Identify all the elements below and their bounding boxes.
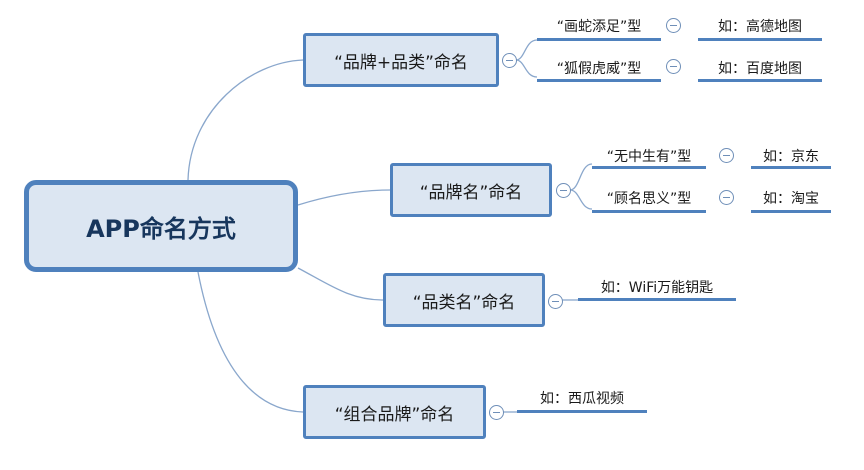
collapse-toggle-icon[interactable] [489,405,504,420]
connector-branch2-child2 [569,189,593,210]
branch-node-combined-brand[interactable]: “组合品牌”命名 [303,385,486,439]
collapse-toggle-icon[interactable] [556,183,571,198]
leaf-underline [698,79,822,82]
branch-node-brand-name[interactable]: “品牌名”命名 [390,163,552,217]
leaf-type-label[interactable]: “画蛇添足”型 [556,19,642,35]
leaf-underline [592,210,706,213]
leaf-example-label[interactable]: 如：高德地图 [718,19,802,35]
leaf-example-label[interactable]: 如：淘宝 [763,191,819,207]
leaf-type-label[interactable]: “顾名思义”型 [606,191,692,207]
leaf-underline [517,410,647,413]
leaf-underline [751,166,831,169]
leaf-example-label[interactable]: 如：西瓜视频 [540,391,624,407]
leaf-underline [537,38,661,41]
leaf-underline [698,38,822,41]
connector-branch1-child2 [515,59,538,78]
leaf-example-label[interactable]: 如：百度地图 [718,61,802,77]
leaf-example-label[interactable]: 如：WiFi万能钥匙 [600,280,714,296]
leaf-underline [578,298,736,301]
collapse-toggle-icon[interactable] [666,18,681,33]
branch-node-brand-plus-category[interactable]: “品牌+品类”命名 [303,33,499,87]
leaf-underline [592,166,706,169]
connector-root-branch2 [297,189,391,206]
leaf-underline [537,79,661,82]
leaf-type-label[interactable]: “狐假虎威”型 [556,61,642,77]
connector-branch2-child1 [569,163,593,191]
leaf-type-label[interactable]: “无中生有”型 [606,149,692,165]
connector-root-branch4 [197,271,304,413]
leaf-example-label[interactable]: 如：京东 [763,149,819,165]
connector-branch1-child1 [515,39,538,61]
connector-root-branch3 [297,267,384,301]
collapse-toggle-icon[interactable] [502,53,517,68]
root-node[interactable]: APP命名方式 [24,180,298,272]
collapse-toggle-icon[interactable] [548,294,563,309]
connector-root-branch1 [187,59,304,181]
collapse-toggle-icon[interactable] [719,148,734,163]
leaf-underline [751,210,831,213]
collapse-toggle-icon[interactable] [719,190,734,205]
collapse-toggle-icon[interactable] [666,59,681,74]
branch-node-category-name[interactable]: “品类名”命名 [383,273,545,327]
